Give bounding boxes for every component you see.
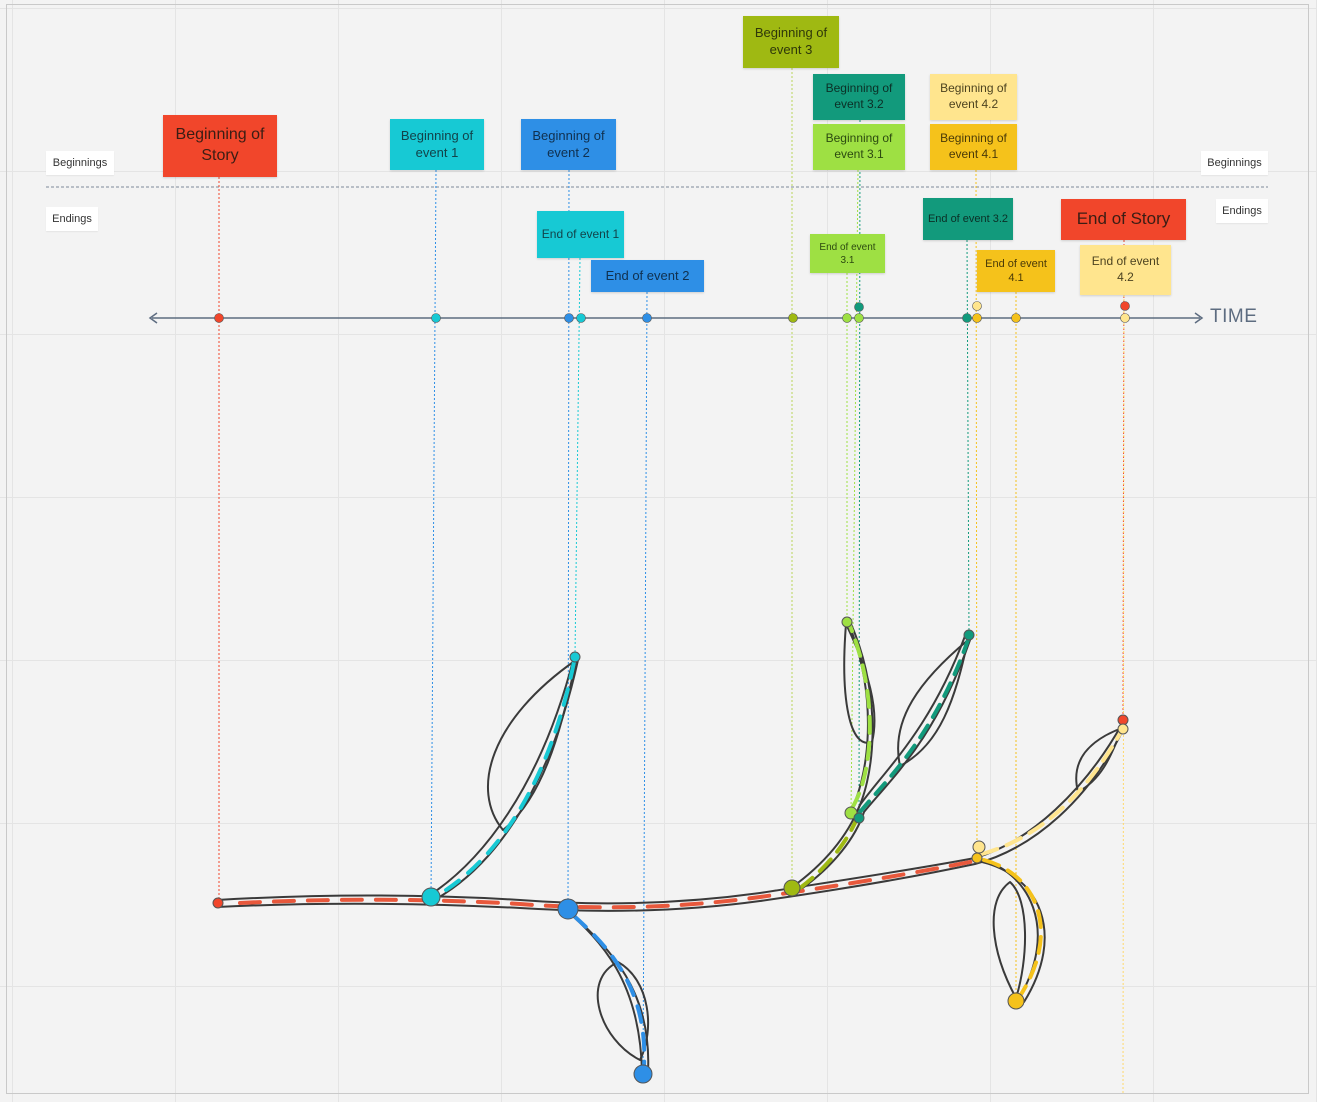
axis-point-event3-2-end <box>962 313 972 323</box>
node-event4-2-start <box>972 840 986 854</box>
axis-point-event4-2-start <box>972 301 982 311</box>
axis-point-event2-end <box>642 313 652 323</box>
node-event4-2-end <box>1117 723 1129 735</box>
event3-2-dashes <box>858 638 970 814</box>
note-end-of-event-1[interactable]: End of event 1 <box>537 211 624 258</box>
node-story-start <box>212 897 224 909</box>
note-beginning-of-event-3-2[interactable]: Beginning of event 3.2 <box>813 74 905 120</box>
node-event3-1-end <box>841 616 853 628</box>
event4-1-dashes <box>982 858 1043 998</box>
row-label-endings-left: Endings <box>46 207 98 231</box>
event4-1-leaf <box>992 881 1026 999</box>
node-event4-1-end <box>1007 992 1025 1010</box>
event1-branch-stroke-a <box>429 656 575 896</box>
event3-dashes <box>798 814 860 890</box>
note-end-of-event-3-2[interactable]: End of event 3.2 <box>923 198 1013 240</box>
event4-2-dashes <box>980 728 1124 856</box>
node-event2-start <box>557 898 579 920</box>
axis-point-story-start <box>214 313 224 323</box>
trunk-upper-stroke <box>216 723 1123 905</box>
guide-event1-start <box>430 169 437 898</box>
event1-branch-stroke-b <box>435 659 579 900</box>
guide-event3-2-start <box>858 119 861 819</box>
node-event3-start <box>783 879 801 897</box>
event3-branch-stroke-b <box>796 639 971 893</box>
event2-dashes <box>572 914 647 1068</box>
guide-event3-1-start <box>850 169 859 813</box>
note-beginning-of-event-4-2[interactable]: Beginning of event 4.2 <box>930 74 1017 120</box>
time-axis-label: TIME <box>1210 306 1258 327</box>
board-frame <box>6 4 1309 1094</box>
note-end-of-event-2[interactable]: End of event 2 <box>591 260 704 292</box>
node-event4-1-start <box>971 852 983 864</box>
note-end-of-story[interactable]: End of Story <box>1061 199 1186 240</box>
note-beginning-of-event-1[interactable]: Beginning of event 1 <box>390 119 484 170</box>
axis-point-event4-2-end <box>1120 313 1130 323</box>
time-axis <box>148 312 1204 324</box>
note-beginning-of-event-3[interactable]: Beginning of event 3 <box>743 16 839 68</box>
branch-colors <box>238 624 1124 1068</box>
node-event1-start <box>421 887 441 907</box>
branch-outlines <box>216 621 1125 1073</box>
note-beginning-of-event-3-1[interactable]: Beginning of event 3.1 <box>813 124 905 170</box>
axis-points <box>214 301 1130 323</box>
guide-event2-end <box>642 291 648 1075</box>
node-event3-2-end <box>963 629 975 641</box>
axis-point-event3-1-start <box>842 313 852 323</box>
guide-event3-2-end <box>966 239 970 635</box>
guide-event4-start <box>975 169 978 859</box>
note-end-of-event-3-1[interactable]: End of event 3.1 <box>810 234 885 273</box>
node-event1-end <box>569 651 581 663</box>
branch-nodes <box>212 616 1129 1084</box>
guide-event4-2-end <box>1122 294 1125 1096</box>
note-end-of-event-4-2[interactable]: End of event 4.2 <box>1080 245 1171 295</box>
axis-point-event1-end <box>576 313 586 323</box>
trunk-lower-stroke <box>216 727 1125 912</box>
axis-point-event4-1-start <box>972 313 982 323</box>
node-event2-end <box>633 1064 653 1084</box>
axis-point-event3-start <box>788 313 798 323</box>
note-end-of-event-4-1[interactable]: End of event 4.1 <box>977 250 1055 292</box>
event3-1-dashes <box>848 624 872 810</box>
story-dashes <box>238 859 977 910</box>
note-beginning-of-event-2[interactable]: Beginning of event 2 <box>521 119 616 170</box>
axis-point-event4-1-end <box>1011 313 1021 323</box>
row-label-endings-right: Endings <box>1216 199 1268 223</box>
event1-dashes <box>444 660 576 892</box>
axis-point-event3-1-end <box>854 313 864 323</box>
axis-point-event3-2-start <box>854 302 864 312</box>
row-label-beginnings-right: Beginnings <box>1201 151 1268 175</box>
axis-point-event1-start <box>431 313 441 323</box>
note-beginning-of-story[interactable]: Beginning of Story <box>163 115 277 177</box>
event3-branch-stroke-a <box>790 635 966 889</box>
axis-point-event2-start <box>564 313 574 323</box>
note-beginning-of-event-4-1[interactable]: Beginning of event 4.1 <box>930 124 1017 170</box>
row-label-beginnings-left: Beginnings <box>46 151 114 175</box>
event4-1-branch-stroke-b <box>981 861 1046 1003</box>
event2-branch-stroke-b <box>571 913 650 1073</box>
node-event3-2-start <box>853 812 865 824</box>
axis-point-story-end <box>1120 301 1130 311</box>
guide-event2-start <box>567 169 570 909</box>
event1-leaf <box>486 659 577 831</box>
